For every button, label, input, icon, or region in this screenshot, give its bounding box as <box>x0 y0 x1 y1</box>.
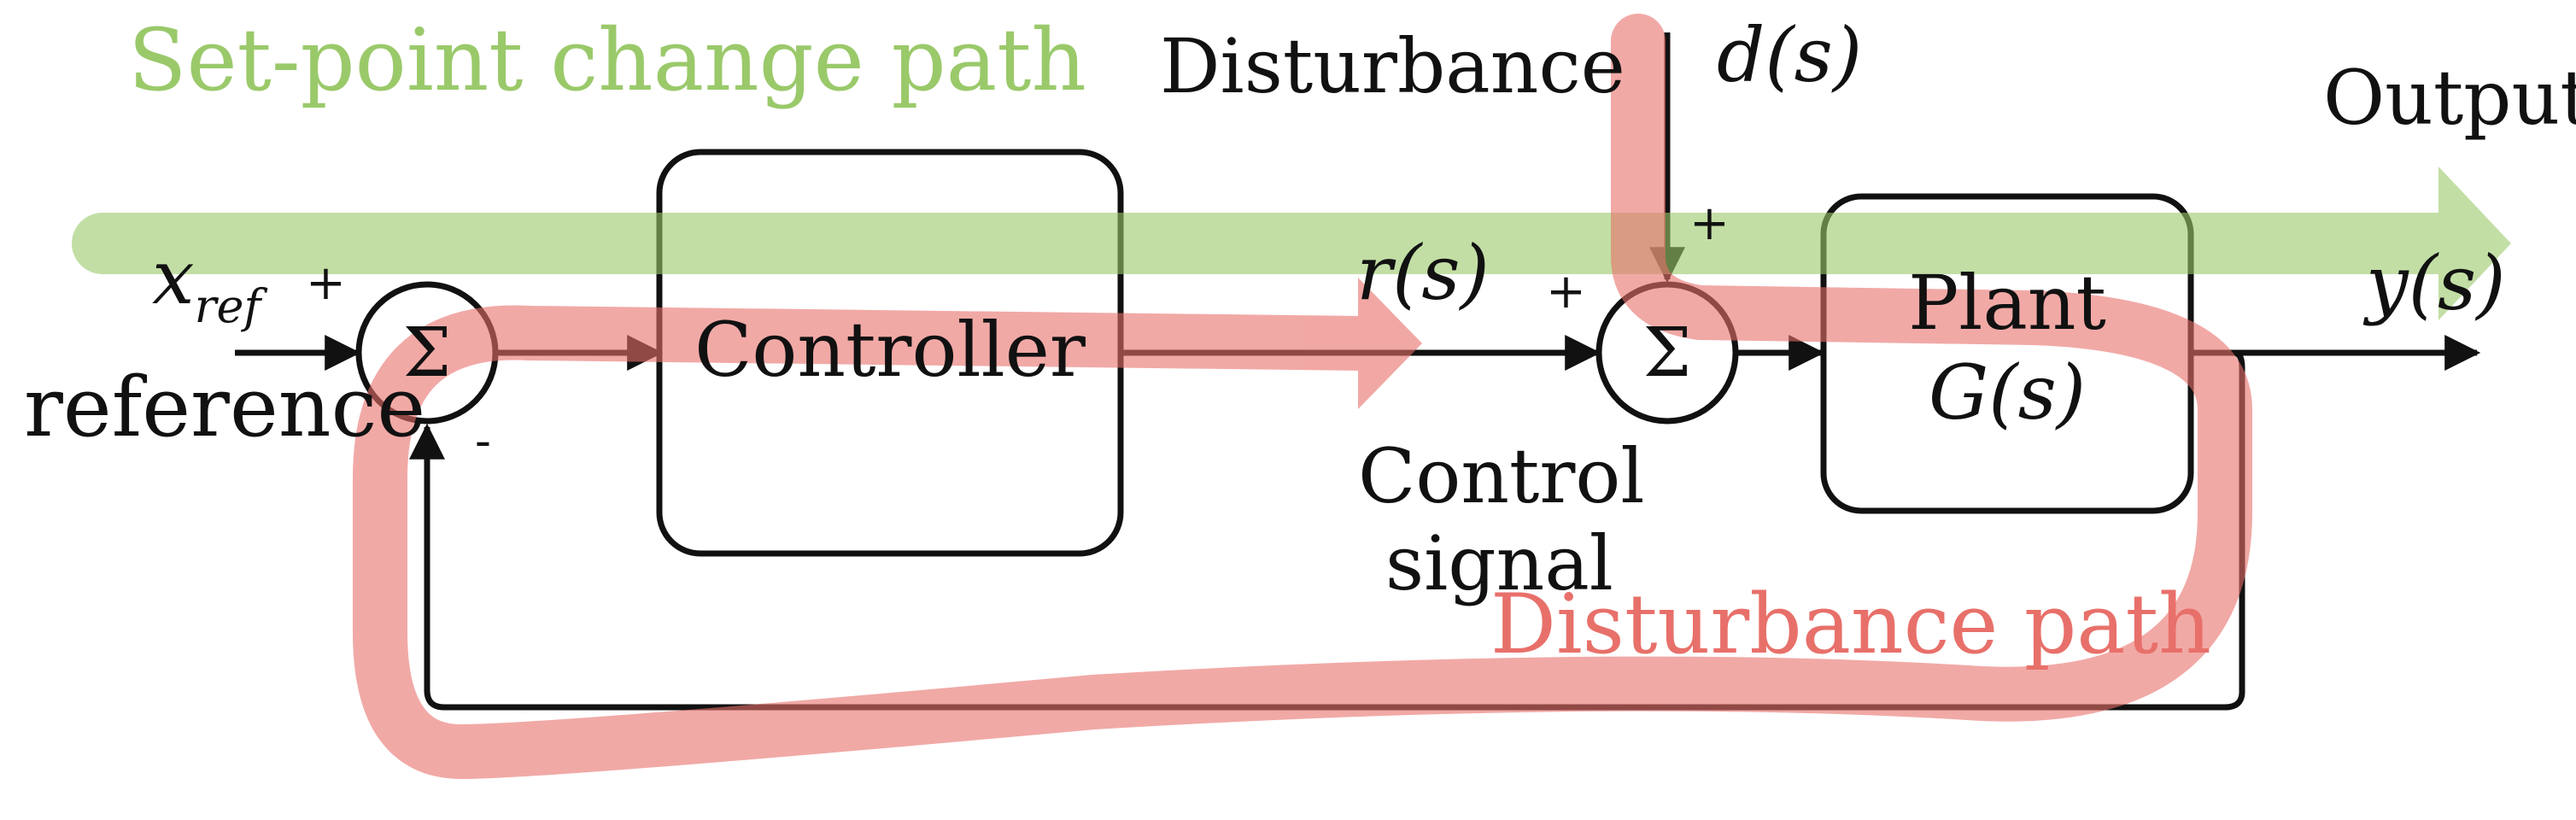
x-ref-label: xref <box>152 233 267 333</box>
disturbance-path-label: Disturbance path <box>1490 577 2211 672</box>
r-signal-label: r(s) <box>1356 229 1490 317</box>
disturbance-path <box>353 14 2252 779</box>
disturbance-label: Disturbance <box>1160 22 1625 110</box>
reference-label: reference <box>24 360 425 455</box>
plant-transfer-function-label: G(s) <box>1929 348 2086 436</box>
setpoint-path-arrowhead <box>2438 167 2511 320</box>
setpoint-path <box>72 167 2511 320</box>
sum2-symbol: Σ <box>1643 313 1692 392</box>
sum1-plus-sign: + <box>306 255 346 311</box>
control-signal-label-line1: Control <box>1358 432 1645 520</box>
d-signal-label: d(s) <box>1717 11 1862 99</box>
control-signal-label-line2: signal <box>1385 519 1613 607</box>
y-signal-label: y(s) <box>2362 239 2506 327</box>
plant-block-label: Plant <box>1908 259 2106 347</box>
feedback-line <box>409 349 2245 711</box>
disturbance-path-arrowhead <box>1358 278 1422 409</box>
sum1-symbol: Σ <box>403 313 452 392</box>
disturbance-path-band <box>353 14 2252 779</box>
x-ref-subscript: ref <box>195 279 268 333</box>
sum2-plus-top-sign: + <box>1689 196 1730 251</box>
setpoint-path-label: Set-point change path <box>128 10 1086 110</box>
controller-block-label: Controller <box>694 306 1086 394</box>
x-ref-main: x <box>152 233 195 321</box>
sum1-minus-sign: - <box>475 413 491 469</box>
sum2-plus-left-sign: + <box>1546 264 1586 319</box>
output-label: Output <box>2323 54 2576 142</box>
